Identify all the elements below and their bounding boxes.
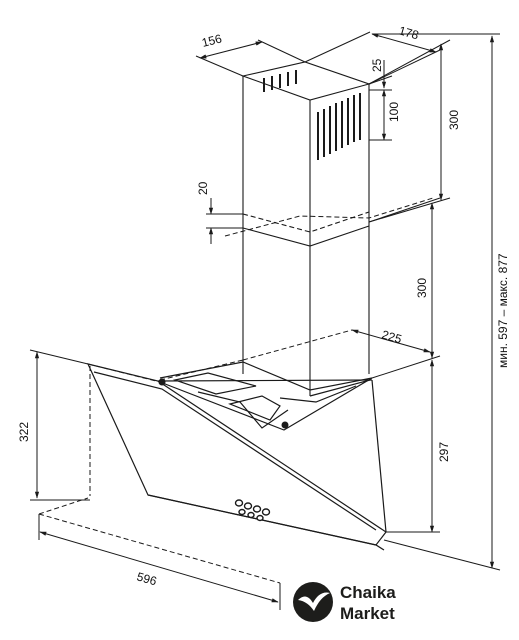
chaika-market-logo: Chaika Market bbox=[293, 582, 396, 623]
dim-hood-width: 596 bbox=[135, 569, 158, 588]
logo-line-2: Market bbox=[340, 604, 395, 623]
dim-total-range: мин. 597 – макс. 877 bbox=[496, 253, 510, 368]
dim-top-offset: 25 bbox=[370, 58, 384, 72]
dim-upper-height: 300 bbox=[447, 110, 461, 130]
hood-body bbox=[86, 361, 387, 551]
dim-vent-height: 100 bbox=[387, 102, 401, 122]
dim-hood-height: 322 bbox=[17, 422, 31, 442]
vent-slots-left bbox=[263, 70, 297, 92]
dimension-lines bbox=[29, 31, 501, 610]
dim-hood-body-height: 297 bbox=[437, 442, 451, 462]
logo-line-1: Chaika bbox=[340, 583, 396, 602]
dim-chimney-depth: 178 bbox=[397, 23, 420, 42]
dim-wall-depth: 225 bbox=[380, 327, 403, 346]
control-buttons bbox=[234, 499, 271, 522]
chimney-lower bbox=[242, 214, 370, 396]
seagull-icon bbox=[293, 582, 333, 622]
vent-slots-right bbox=[317, 93, 361, 160]
dim-chimney-width: 156 bbox=[200, 31, 223, 50]
mount-screws bbox=[158, 378, 289, 429]
dim-lower-height: 300 bbox=[415, 278, 429, 298]
dim-overlap: 20 bbox=[196, 181, 210, 195]
chimney-upper bbox=[241, 61, 371, 246]
